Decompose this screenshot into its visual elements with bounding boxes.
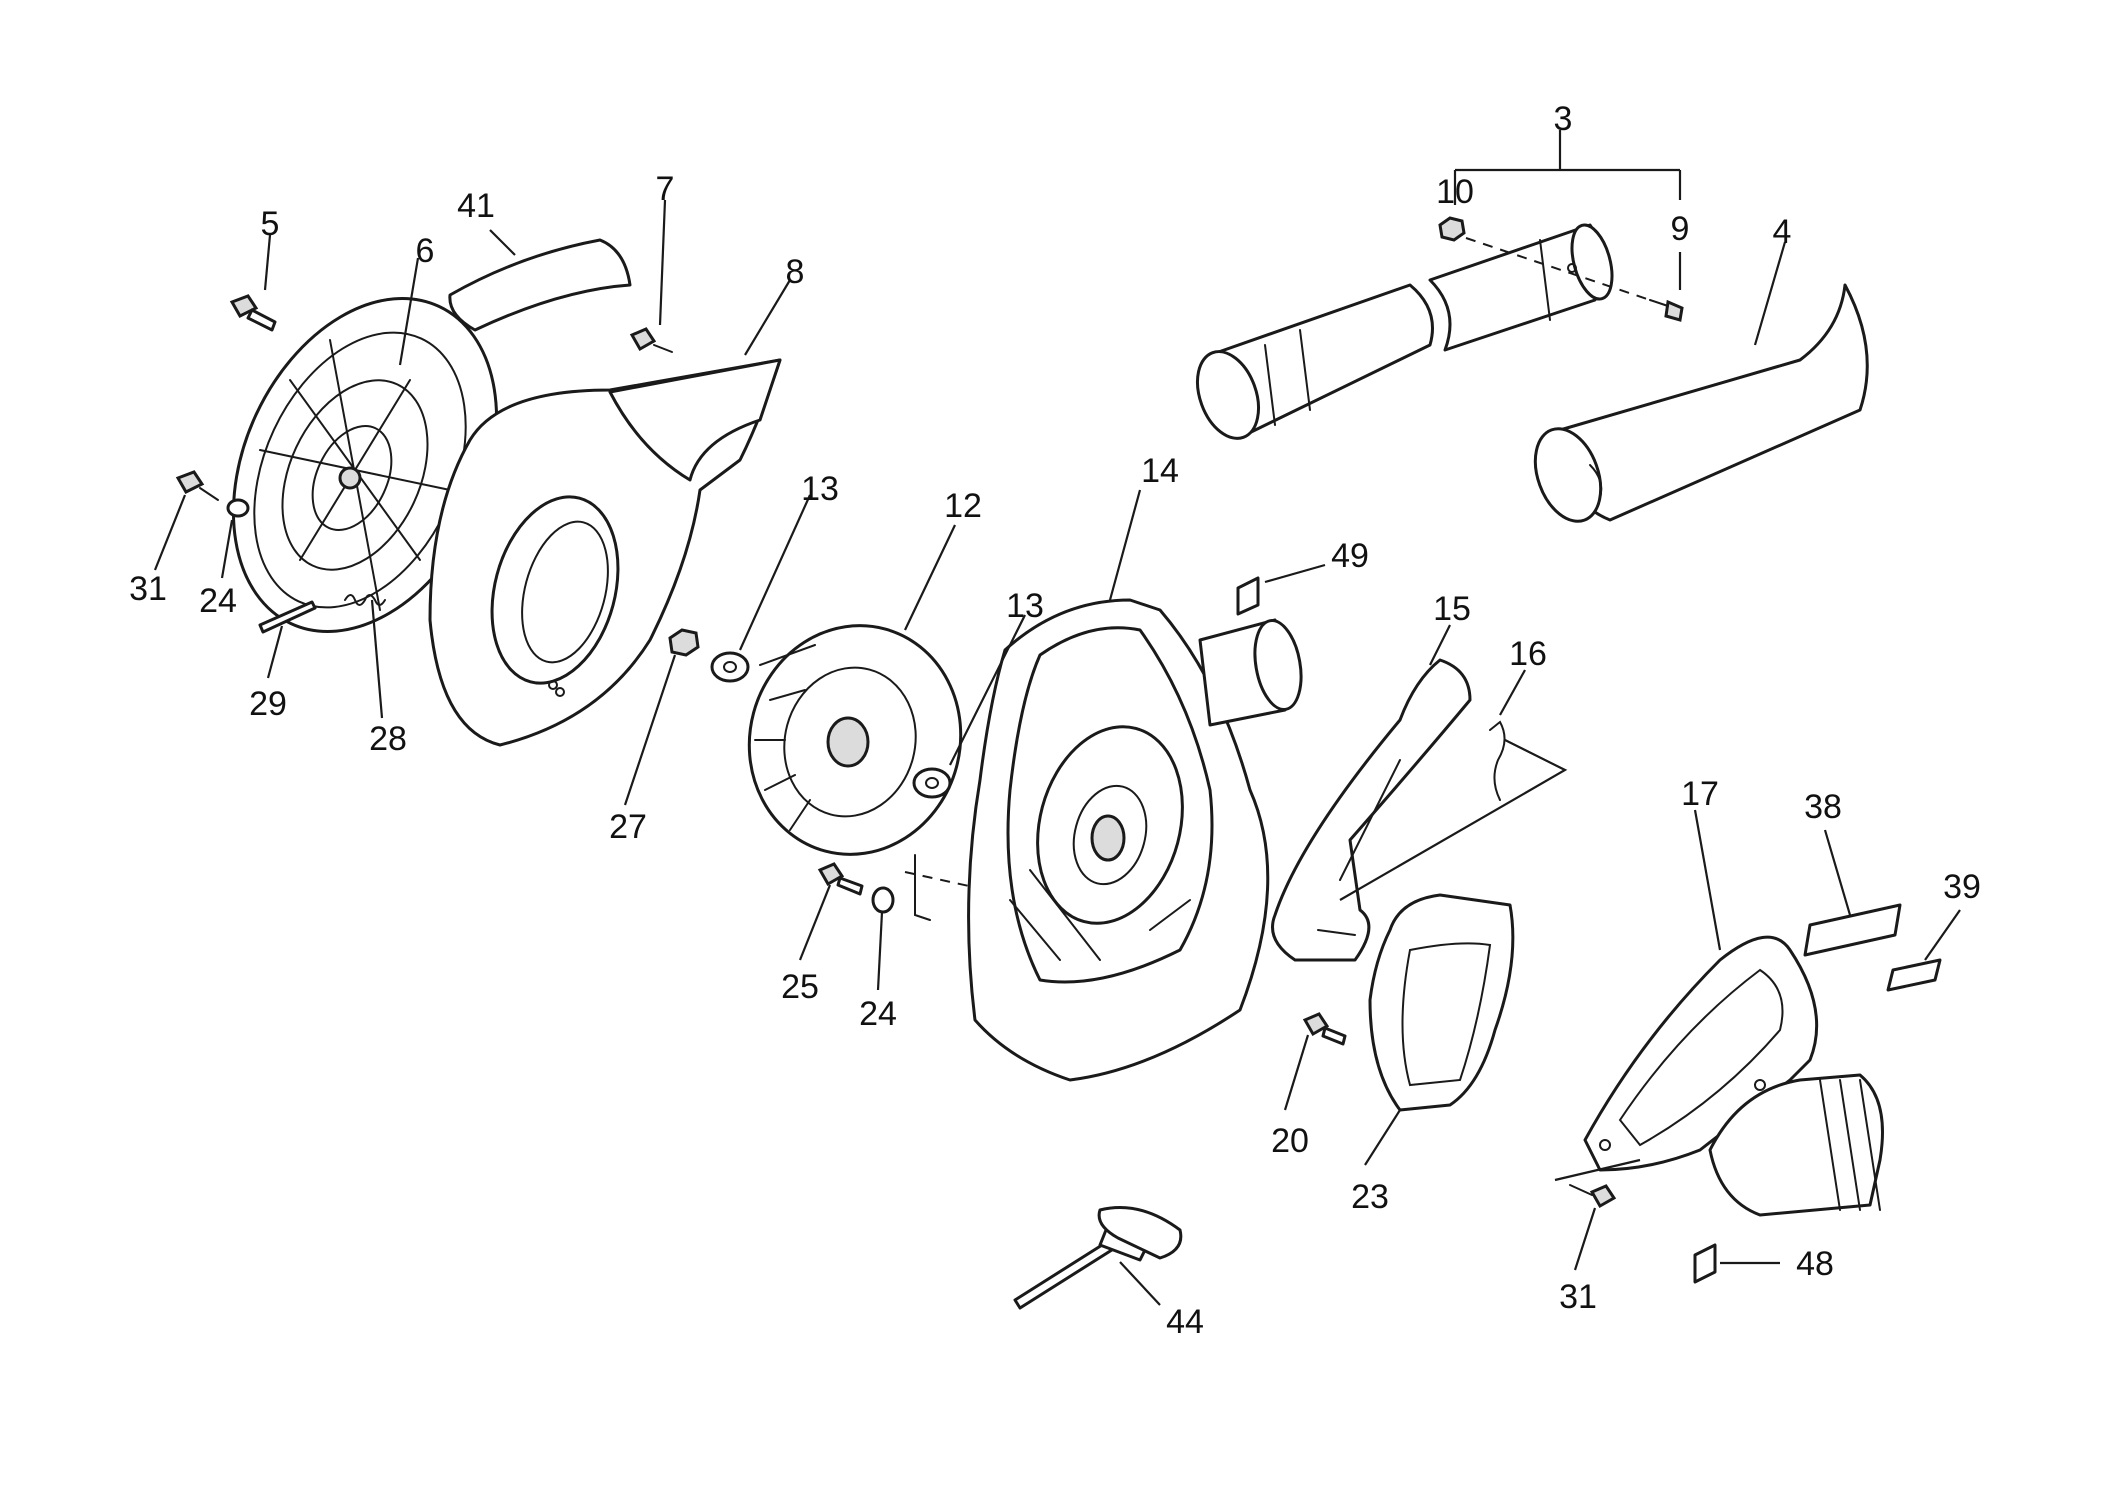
callout-7: 7 [656, 170, 675, 208]
cover-23 [1368, 893, 1515, 1112]
callout-48: 48 [1796, 1245, 1834, 1283]
blower-case-14 [967, 598, 1303, 1082]
callout-6: 6 [416, 232, 435, 270]
callout-27: 27 [609, 808, 647, 846]
callout-16: 16 [1509, 635, 1547, 673]
callout-39: 39 [1943, 868, 1981, 906]
bolt-20 [1302, 1012, 1347, 1046]
callout-31-right: 31 [1559, 1278, 1597, 1316]
pipe-assembly [1196, 216, 1869, 523]
engine-cover-17 [1583, 935, 1884, 1217]
screw-31-right [1569, 1184, 1617, 1209]
callout-20: 20 [1271, 1122, 1309, 1160]
bolt-7 [629, 327, 673, 353]
plug-wrench-44 [1013, 1206, 1183, 1310]
callout-13-b: 13 [1006, 587, 1044, 625]
nut-27 [668, 628, 700, 657]
callout-12: 12 [944, 487, 982, 525]
label-49 [1236, 576, 1260, 616]
label-48 [1693, 1243, 1717, 1284]
callout-25: 25 [781, 968, 819, 1006]
guard-41 [448, 238, 632, 332]
callout-8: 8 [786, 253, 805, 291]
spring-28 [344, 594, 386, 606]
washer-13-b [912, 767, 952, 799]
callout-13-a: 13 [801, 470, 839, 508]
callout-31-left: 31 [129, 570, 167, 608]
callout-38: 38 [1804, 788, 1842, 826]
callout-24-center: 24 [859, 995, 897, 1033]
washer-24-left [226, 498, 250, 518]
bolt-25 [817, 862, 864, 896]
fan-housing-8 [428, 358, 782, 747]
washer-24-center [871, 886, 895, 914]
leader-lines [153, 130, 1961, 1306]
callout-28: 28 [369, 720, 407, 758]
callout-10: 10 [1436, 173, 1474, 211]
callout-5: 5 [261, 205, 280, 243]
callout-41: 41 [457, 187, 495, 225]
nut-10 [1438, 216, 1466, 242]
callout-44: 44 [1166, 1303, 1204, 1341]
label-39 [1886, 958, 1942, 992]
handle-15 [1271, 658, 1472, 962]
callout-3: 3 [1554, 100, 1573, 138]
callout-24-left: 24 [199, 582, 237, 620]
callout-23: 23 [1351, 1178, 1389, 1216]
washer-13-a [710, 651, 750, 683]
callout-15: 15 [1433, 590, 1471, 628]
bolt-5 [229, 294, 277, 332]
callout-9: 9 [1671, 210, 1690, 248]
callout-labels: 3 10 9 4 5 6 41 7 8 31 24 29 28 13 12 14… [129, 100, 1981, 1341]
callout-29: 29 [249, 685, 287, 723]
clip-16 [1489, 720, 1506, 801]
callout-49: 49 [1331, 537, 1369, 575]
screw-31-left [175, 470, 219, 501]
fan-12 [747, 624, 963, 856]
callout-17: 17 [1681, 775, 1719, 813]
pin-29 [258, 600, 317, 634]
label-38 [1803, 903, 1902, 957]
screw-9 [1664, 299, 1684, 322]
callout-14: 14 [1141, 452, 1179, 490]
callout-4: 4 [1773, 213, 1792, 251]
